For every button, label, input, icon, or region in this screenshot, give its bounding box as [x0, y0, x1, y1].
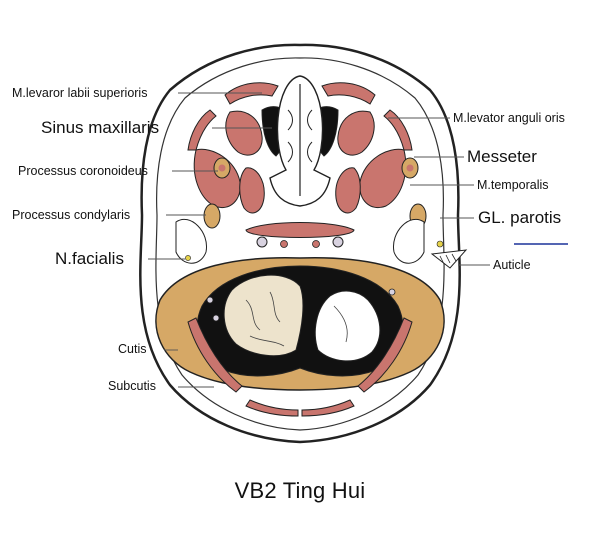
subcutis-line	[155, 57, 445, 431]
neck-muscle-right	[357, 317, 413, 393]
auricle-right-hatch	[439, 253, 457, 265]
label-processus-condylaris: Processus condylaris	[12, 208, 131, 222]
leader-lines	[148, 92, 490, 388]
neck-muscle-bottom-left	[245, 399, 299, 417]
masseter-right	[359, 148, 407, 208]
processus-condylaris-left	[203, 203, 221, 229]
label-gl-parotis: GL. parotis	[478, 208, 562, 227]
cheek-muscle-right	[337, 110, 375, 156]
label-subcutis: Subcutis	[108, 379, 156, 393]
cerebellum-right	[314, 290, 381, 362]
ting-hui-point	[436, 240, 444, 248]
label-levator-labii: M.levaror labii superioris	[12, 86, 148, 100]
processus-coronoideus-left-core	[218, 164, 226, 172]
label-sinus-maxillaris: Sinus maxillaris	[41, 118, 160, 137]
vessel-left-2	[280, 240, 288, 248]
label-n-facialis: N.facialis	[55, 249, 124, 268]
skull-foramen-2	[212, 314, 220, 322]
diagram-caption: VB2 Ting Hui	[234, 478, 366, 503]
neck-muscle-left	[187, 317, 243, 393]
parotis-right	[393, 218, 425, 264]
label-temporalis: M.temporalis	[477, 178, 549, 192]
nasal-conchae	[287, 109, 313, 163]
n-facialis-marker	[185, 255, 191, 261]
label-messeter: Messeter	[467, 147, 537, 166]
cerebellum-left	[223, 274, 304, 357]
processus-coronoideus-right-core	[406, 164, 414, 172]
cerebellum-folia	[245, 291, 348, 347]
vessel-right	[332, 236, 344, 248]
label-processus-coronoideus: Processus coronoideus	[18, 164, 148, 178]
vessel-right-2	[312, 240, 320, 248]
vessel-left	[256, 236, 268, 248]
skull-foramen-1	[206, 296, 214, 304]
temporalis-right	[335, 167, 361, 214]
label-levator-anguli: M.levator anguli oris	[453, 111, 565, 125]
label-auticle: Auticle	[493, 258, 531, 272]
label-cutis: Cutis	[118, 342, 147, 356]
neck-muscle-bottom-right	[301, 399, 355, 417]
cheek-muscle-left	[225, 110, 263, 156]
temporalis-left	[239, 167, 265, 214]
levator-labii-right	[321, 82, 376, 105]
skull-foramen-3	[388, 288, 396, 296]
auricle-right	[430, 249, 468, 269]
pharynx-muscles	[245, 222, 355, 238]
